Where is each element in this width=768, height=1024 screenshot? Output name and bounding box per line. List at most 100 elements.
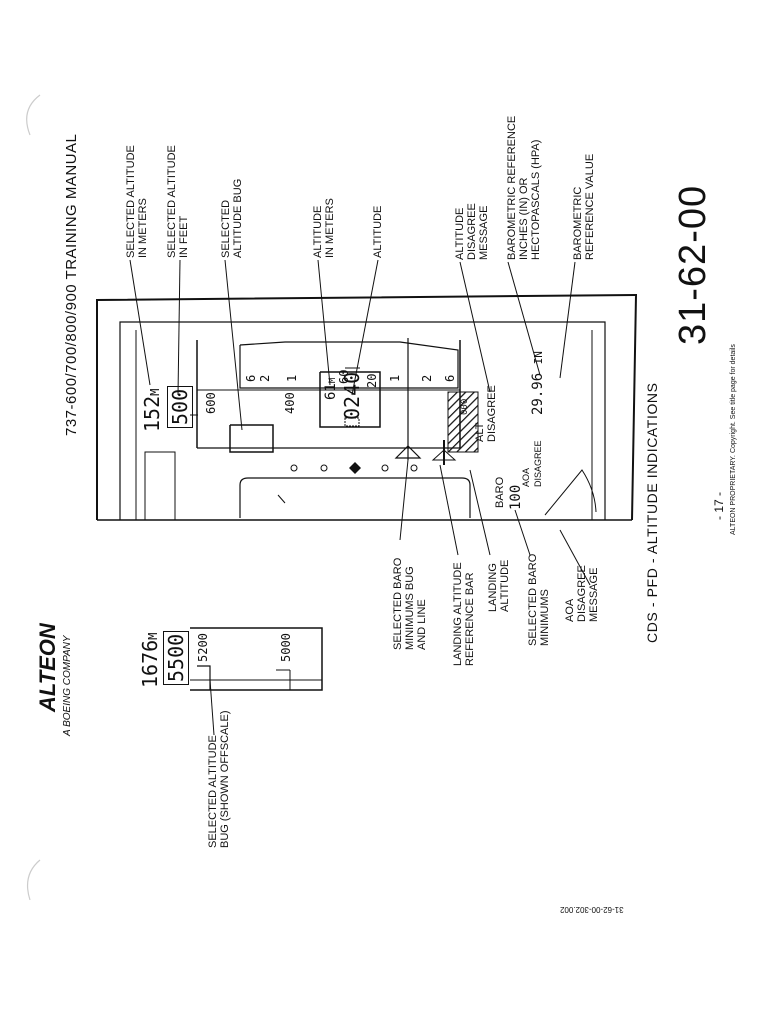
tape-label-600: 600 bbox=[204, 392, 218, 414]
callout-baro-minimums-bug: SELECTED BARO MINIMUMS BUG AND LINE bbox=[392, 558, 428, 650]
dev-dot bbox=[382, 465, 388, 471]
page-mark bbox=[27, 95, 40, 135]
callout-line: SELECTED bbox=[220, 199, 232, 258]
baro-minimums-bug bbox=[396, 446, 420, 458]
page-mark bbox=[28, 860, 40, 900]
inset-sel-alt-meters-unit: M bbox=[146, 632, 160, 640]
dev-dot bbox=[291, 465, 297, 471]
leader-alt bbox=[352, 260, 378, 395]
inset-frame bbox=[190, 628, 322, 690]
callout-line: MINIMUMS BUG bbox=[404, 566, 416, 650]
leader-sel-alt-m bbox=[130, 260, 150, 385]
selected-altitude-bug bbox=[230, 425, 273, 452]
tape-label-400: 400 bbox=[283, 392, 297, 414]
callout-line: BAROMETRIC REFERENCE bbox=[506, 115, 518, 260]
inset-sel-alt-meters: 1676M bbox=[138, 633, 162, 688]
vsi-bot-2: 2 bbox=[420, 374, 434, 382]
baro-label: BARO bbox=[494, 476, 506, 508]
baro-unit: IN bbox=[532, 351, 545, 365]
vsi-scale bbox=[240, 342, 458, 388]
vsi-top-1: 1 bbox=[285, 374, 299, 382]
leader-sel-alt-bug bbox=[225, 260, 242, 430]
leader-aoa-disagree bbox=[560, 530, 590, 585]
callout-line: LANDING bbox=[487, 563, 499, 612]
callout-line: BUG (SHOWN OFFSCALE) bbox=[219, 710, 231, 848]
sel-alt-meters-unit: M bbox=[148, 388, 162, 396]
callout-altitude: ALTITUDE bbox=[372, 206, 384, 258]
dev-dot bbox=[411, 465, 417, 471]
callout-line: ALTITUDE bbox=[372, 205, 384, 258]
leader-alt-disagree bbox=[460, 262, 490, 392]
hatch-label: 000 bbox=[460, 398, 470, 415]
callout-aoa-disagree: AOA DISAGREE MESSAGE bbox=[564, 565, 600, 622]
callout-line: AND LINE bbox=[416, 599, 428, 650]
leader-sel-baro-min bbox=[515, 510, 530, 555]
leader-alt-m bbox=[318, 260, 330, 385]
vsi-bot-6: 6 bbox=[443, 374, 457, 382]
sel-alt-meters-value: 152 bbox=[140, 395, 164, 432]
callout-line: IN METERS bbox=[137, 198, 149, 258]
aoa-line2: DISAGREE bbox=[533, 440, 543, 487]
callout-line: MESSAGE bbox=[478, 205, 490, 260]
landing-alt-marker bbox=[433, 450, 455, 460]
leader-baro-min-bug bbox=[400, 460, 408, 540]
sel-alt-feet-readout: 500 bbox=[167, 385, 193, 428]
callout-line: ALTITUDE bbox=[499, 559, 511, 612]
dev-diamond bbox=[349, 462, 361, 474]
inset-offscale-bug bbox=[197, 666, 210, 690]
callout-line: SELECTED BARO bbox=[392, 557, 404, 650]
callout-baro-reference-units: BAROMETRIC REFERENCE INCHES (IN) OR HECT… bbox=[506, 116, 542, 260]
aoa-disagree-label: AOA DISAGREE bbox=[520, 440, 544, 487]
alt-roll-hi: 60 bbox=[337, 369, 351, 384]
callout-line: MESSAGE bbox=[588, 567, 600, 622]
leader-offscale-bug bbox=[210, 680, 214, 735]
callout-line: AOA bbox=[564, 598, 576, 622]
callout-line: BAROMETRIC bbox=[572, 186, 584, 260]
callout-line: IN FEET bbox=[178, 215, 190, 258]
callout-line: INCHES (IN) OR bbox=[518, 177, 530, 261]
dev-dot bbox=[321, 465, 327, 471]
pfd-inner-frame bbox=[120, 322, 605, 520]
alt-disagree-message: ALT DISAGREE bbox=[474, 385, 498, 442]
callout-altitude-meters: ALTITUDE IN METERS bbox=[312, 198, 336, 258]
baro-minimums-value: 100 bbox=[508, 484, 524, 510]
heading-scale bbox=[240, 478, 470, 518]
callout-line: LANDING ALTITUDE bbox=[452, 562, 464, 666]
leader-baro-value bbox=[560, 262, 575, 378]
callout-line: SELECTED BARO bbox=[527, 553, 539, 646]
callout-line: IN METERS bbox=[324, 198, 336, 258]
inset-sel-alt-feet: 5500 bbox=[163, 630, 189, 685]
callout-line: MINIMUMS bbox=[539, 589, 551, 646]
pfd-outer-frame bbox=[97, 295, 636, 520]
alt-roll-lo: 20 bbox=[365, 373, 379, 388]
callout-line: DISAGREE bbox=[576, 565, 588, 622]
callout-line: ALTITUDE BUG bbox=[232, 178, 244, 258]
callout-altitude-disagree: ALTITUDE DISAGREE MESSAGE bbox=[454, 203, 490, 260]
callout-landing-alt-ref-bar: LANDING ALTITUDE REFERENCE BAR bbox=[452, 562, 476, 666]
alt-meters-value: 61 bbox=[323, 383, 339, 400]
speed-box bbox=[145, 452, 175, 520]
callout-line: SELECTED ALTITUDE bbox=[166, 145, 178, 258]
leader-landing-ref bbox=[440, 465, 458, 555]
callout-selected-altitude-feet: SELECTED ALTITUDE IN FEET bbox=[166, 145, 190, 258]
callout-line: HECTOPASCALS (HPA) bbox=[530, 139, 542, 260]
callout-selected-altitude-meters: SELECTED ALTITUDE IN METERS bbox=[125, 145, 149, 258]
vsi-bot-1: 1 bbox=[388, 374, 402, 382]
baro-setting-value: 29.96 bbox=[530, 372, 546, 415]
callout-selected-baro-minimums: SELECTED BARO MINIMUMS bbox=[527, 554, 551, 646]
callout-selected-altitude-bug: SELECTED ALTITUDE BUG bbox=[220, 179, 244, 258]
leader-sel-alt-ft bbox=[178, 260, 180, 395]
altitude-readout-box bbox=[320, 372, 380, 427]
vsi-top-6: 6 bbox=[244, 374, 258, 382]
callout-line: ALTITUDE bbox=[312, 205, 324, 258]
alt-disagree-line1: ALT bbox=[474, 422, 486, 442]
alt-disagree-hatch bbox=[448, 392, 478, 452]
alt-disagree-line2: DISAGREE bbox=[486, 385, 498, 442]
baro-setting-readout: 29.96 IN bbox=[530, 351, 546, 415]
inset-tape-5200: 5200 bbox=[196, 633, 210, 662]
heading-tick bbox=[278, 495, 285, 503]
vsi-top-2: 2 bbox=[258, 374, 272, 382]
aoa-dial bbox=[545, 470, 596, 515]
callout-baro-reference-value: BAROMETRIC REFERENCE VALUE bbox=[572, 154, 596, 260]
